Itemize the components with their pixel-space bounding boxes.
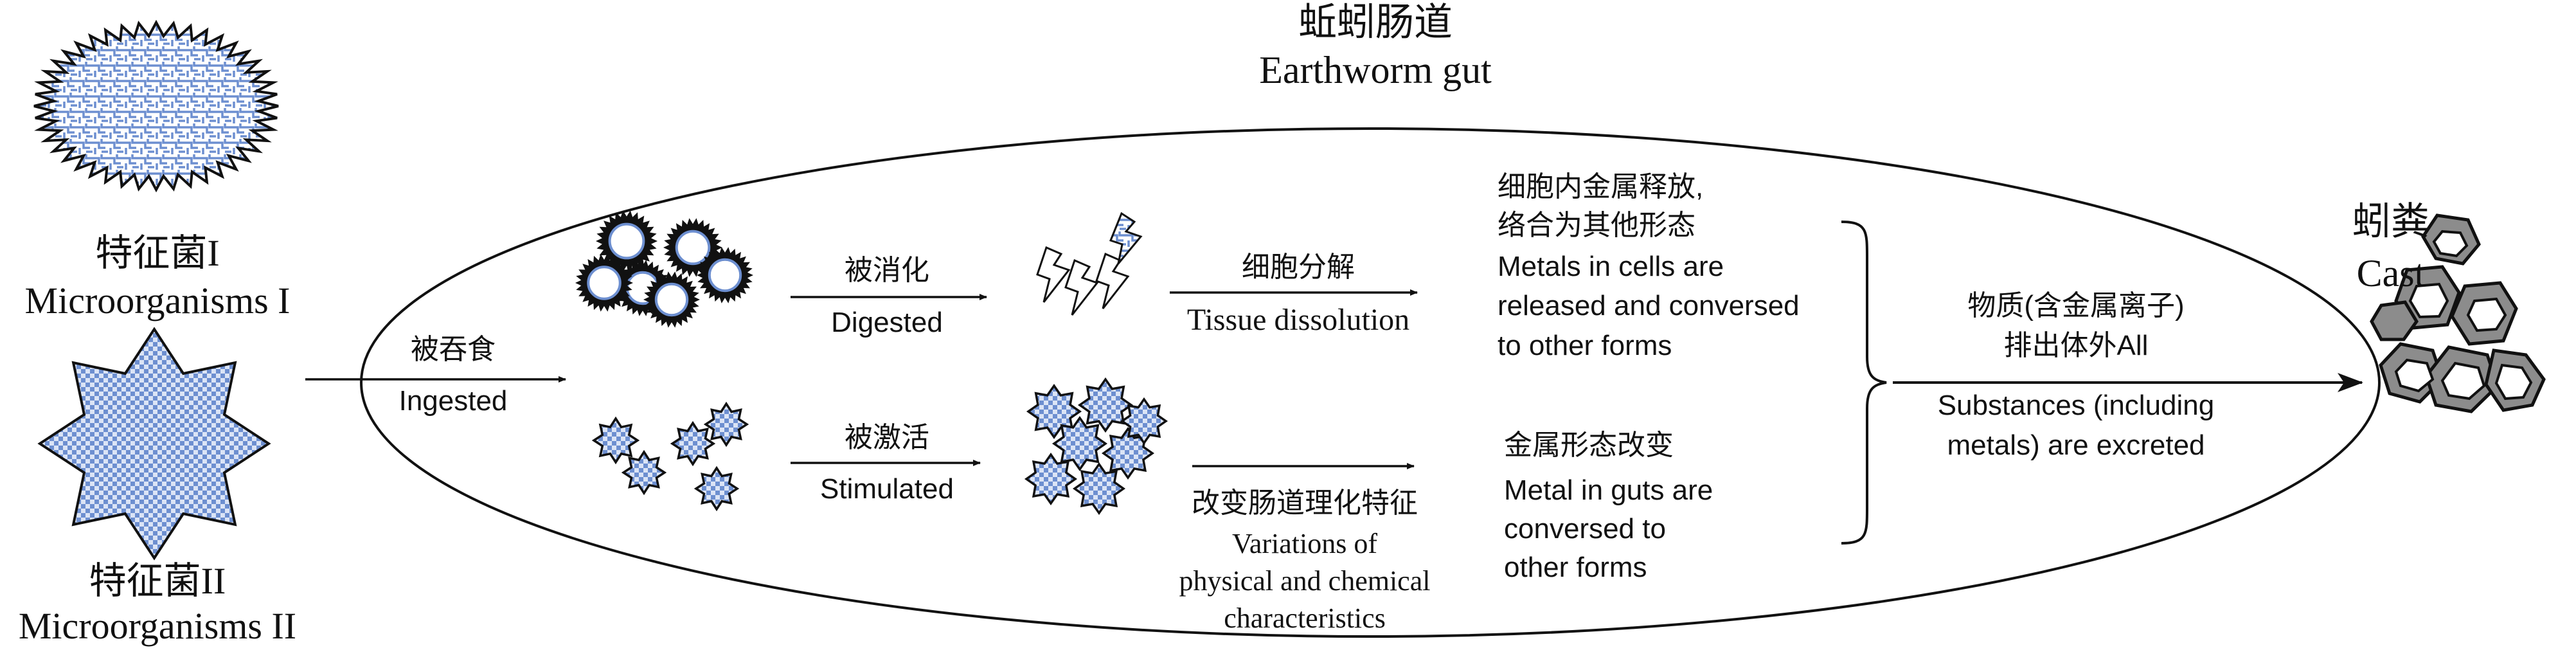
variations-label-en-1: Variations of	[1231, 528, 1378, 559]
metalform-label-en-1: Metal in guts are	[1504, 474, 1713, 506]
gear-core-4	[587, 266, 622, 300]
metalform-label-en-2: conversed to	[1504, 513, 1666, 545]
cluster-star-5	[1072, 462, 1126, 516]
metalform-label-zh: 金属形态改变	[1504, 429, 1674, 461]
stimulated-cells-icon	[591, 401, 749, 512]
gear-core-0	[608, 222, 645, 260]
ingest-label-zh: 被吞食	[411, 334, 496, 365]
cluster-star-4	[1024, 452, 1078, 506]
cluster-star-1	[1077, 377, 1134, 433]
digest-label-zh: 被消化	[845, 255, 929, 286]
small-star-0	[591, 416, 640, 465]
small-star-1	[621, 449, 667, 496]
release-label-zh-2: 络合为其他形态	[1498, 210, 1695, 241]
cluster-star-2	[1051, 415, 1108, 472]
micro2-label-en: Microorganisms II	[18, 605, 297, 647]
activated-cluster-icon	[1024, 377, 1168, 516]
cast-label-zh: 蚓粪	[2352, 201, 2429, 243]
microorganism-1-icon	[33, 19, 279, 193]
release-label-en-1: Metals in cells are	[1498, 251, 1724, 282]
gut-ellipse	[360, 127, 2381, 638]
microorganism-2-icon	[37, 327, 271, 561]
excrete-label-en-1: Substances (including	[1937, 390, 2215, 421]
gear-core-1	[675, 230, 711, 266]
excrete-label-zh-2: 排出体外All	[2003, 330, 2149, 361]
cast-label-en: Cast	[2356, 252, 2426, 294]
excrete-label-en-2: metals) are excreted	[1947, 429, 2205, 461]
cluster-star-0	[1026, 383, 1082, 440]
release-label-en-3: to other forms	[1498, 330, 1672, 361]
release-label-zh-1: 细胞内金属释放,	[1498, 171, 1704, 203]
release-label-en-2: released and conversed	[1498, 290, 1800, 321]
stimulate-label-en: Stimulated	[820, 473, 954, 505]
ingest-label-en: Ingested	[398, 385, 508, 417]
variations-label-en-3: characteristics	[1224, 602, 1386, 634]
stimulate-label-zh: 被激活	[845, 422, 929, 453]
tissue-label-en: Tissue dissolution	[1186, 303, 1410, 337]
cluster-star-6	[1120, 397, 1168, 446]
small-star-2	[670, 420, 716, 467]
small-star-3	[703, 401, 749, 447]
micro1-label-en: Microorganisms I	[24, 280, 291, 321]
micro1-label-zh: 特征菌I	[95, 232, 220, 274]
tissue-label-zh: 细胞分解	[1242, 251, 1355, 283]
variations-label-zh: 改变肠道理化特征	[1192, 487, 1418, 519]
excrete-label-zh-1: 物质(含金属离子)	[1967, 290, 2185, 321]
brace-divider	[1841, 221, 1887, 545]
gear-core-3	[708, 258, 742, 293]
variations-label-en-2: physical and chemical	[1179, 565, 1431, 597]
digested-cells-icon	[575, 210, 753, 328]
micro2-label-zh: 特征菌II	[89, 560, 226, 602]
metalform-label-en-3: other forms	[1504, 552, 1647, 583]
small-star-4	[693, 465, 740, 512]
gut-title-en: Earthworm gut	[1259, 49, 1492, 91]
digest-label-en: Digested	[831, 307, 943, 338]
tissue-fragments-icon	[1036, 212, 1143, 316]
cast-holes	[2394, 230, 2533, 401]
gut-title-zh: 蚯蚓肠道	[1298, 1, 1453, 44]
gear-core-5	[654, 282, 689, 317]
